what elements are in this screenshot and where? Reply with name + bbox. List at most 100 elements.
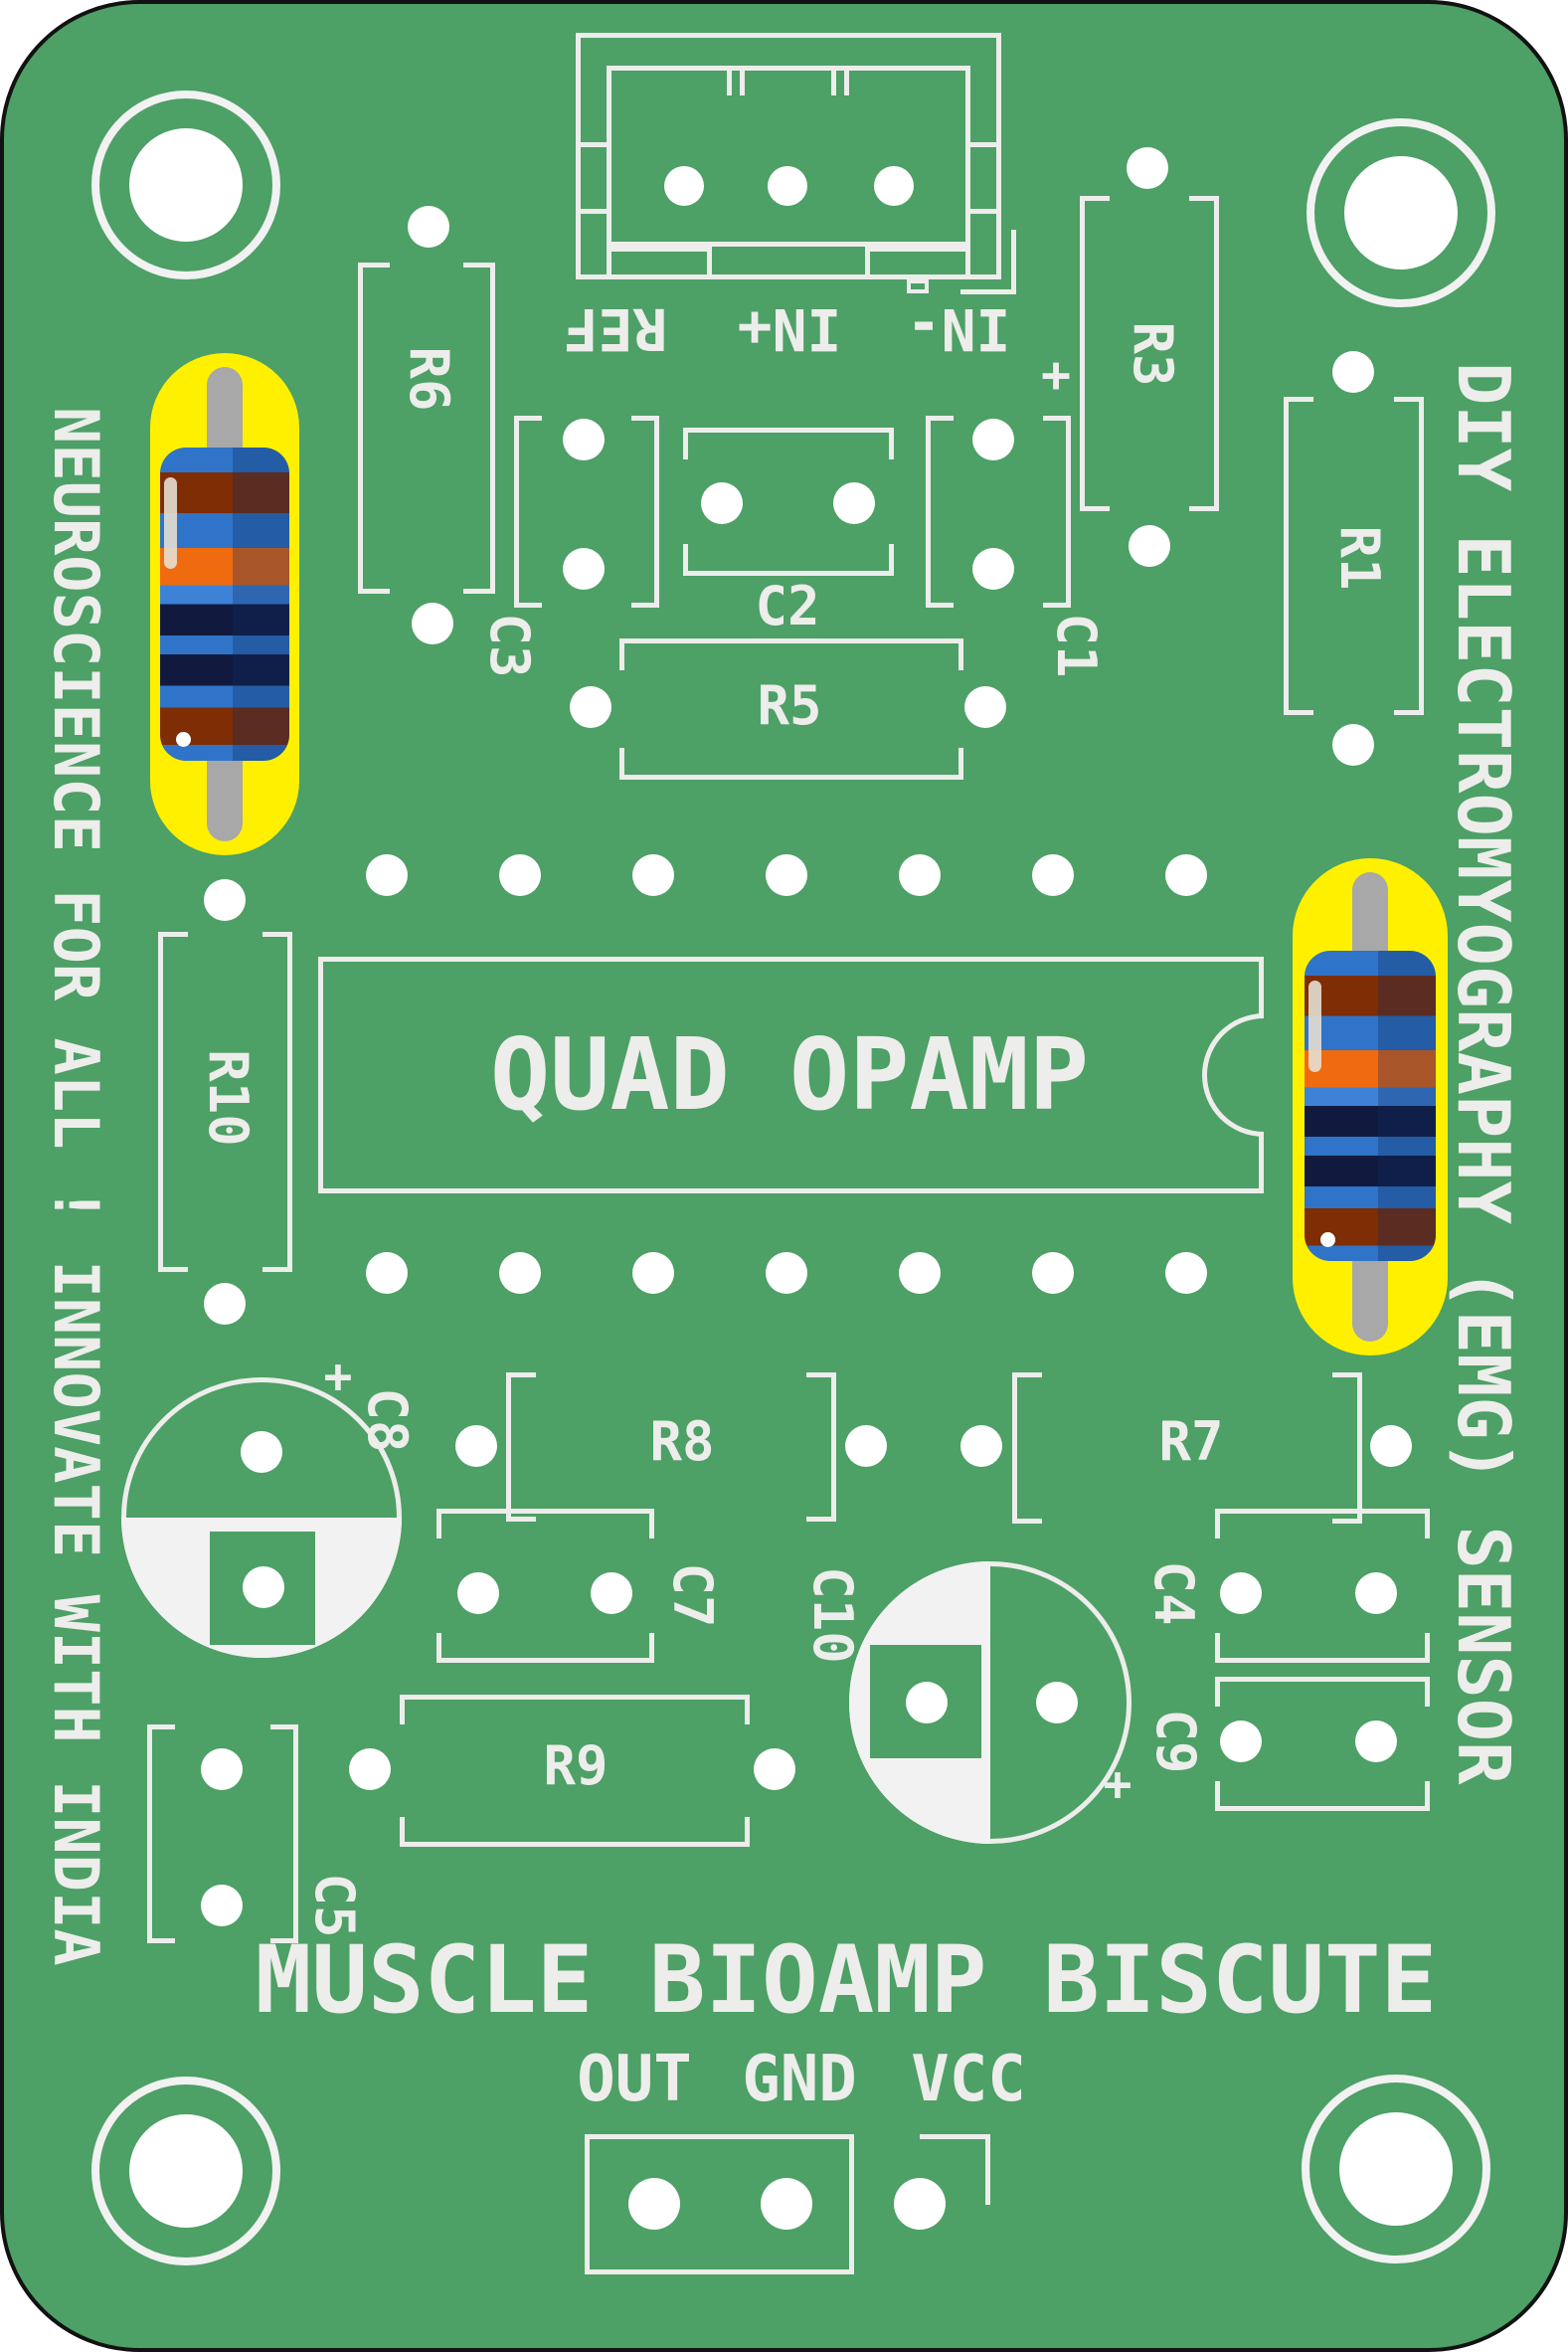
c3-bracket [514,603,542,608]
connector-step [576,209,607,214]
c4-bracket [1425,1633,1430,1663]
resistor-body [160,448,289,761]
c1-bracket [1043,416,1071,421]
connector-tab-mark [831,66,836,95]
c9-bracket [1215,1806,1430,1811]
r8-bracket [506,1372,536,1377]
r8-bracket [831,1372,836,1522]
ic-outline [1259,957,1264,1014]
r3-hole [1129,525,1170,567]
r5-hole [570,686,611,728]
ref-label-r5: R5 [757,674,822,737]
r5-bracket [619,775,963,780]
ref-label-r3: R3 [1122,321,1184,387]
c3-bracket [631,603,659,608]
resistor-component-right [1293,858,1448,1356]
r1-bracket [1284,397,1289,715]
c2-bracket [889,428,894,459]
connector-pin-hole-ref [664,166,704,206]
c9-bracket [1425,1781,1430,1811]
c1-hole [972,419,1014,460]
output-hole-out [628,2178,680,2230]
ref-label-r10: R10 [197,1049,260,1147]
r9-bracket [400,1695,405,1724]
c2-bracket [683,571,894,576]
c5-bracket [147,1724,152,1943]
c1-bracket [1066,416,1071,608]
r8-bracket [506,1517,536,1522]
ref-label-c8: C8 [356,1387,419,1453]
resistor-dot [176,732,191,747]
ref-label-c3: C3 [478,613,541,678]
ic-pin-hole [499,854,541,896]
ic-pin-hole [766,854,807,896]
output-connector-outline [585,2134,854,2274]
c2-bracket [889,544,894,576]
mounting-hole-bottom-left [129,2114,243,2228]
r5-bracket [619,638,963,643]
r8-bracket [806,1372,836,1377]
ic-pin-hole [632,854,674,896]
r8-bracket [806,1517,836,1522]
c1-bracket [926,603,954,608]
c7-bracket [436,1509,654,1514]
ic-outline [318,957,323,1193]
mounting-hole-top-left [129,128,243,242]
r5-hole [964,686,1006,728]
output-connector-bracket [985,2134,990,2205]
c2-hole [701,482,743,524]
ic-pin-hole [366,1252,408,1294]
resistor-body [1305,951,1436,1261]
ic-pin-hole [1032,854,1074,896]
c5-bracket [293,1724,298,1943]
ref-label-c1: C1 [1045,613,1108,678]
c3-bracket [514,416,542,421]
c5-hole [201,1885,243,1926]
r6-bracket [358,589,390,594]
r8-bracket [506,1372,511,1522]
c7-bracket [436,1658,654,1663]
c3-bracket [514,416,519,608]
right-edge-product-text: DIY ELECTROMYOGRAPHY (EMG) SENSOR [1442,362,1525,1785]
r1-bracket [1284,710,1313,715]
ic-pin-hole [1032,1252,1074,1294]
ref-label-c4: C4 [1142,1560,1205,1626]
c2-bracket [683,428,688,459]
c2-bracket [683,428,894,433]
resistor-glint [164,477,177,569]
r3-bracket [1189,196,1219,201]
ref-label-c7: C7 [661,1562,724,1628]
r7-bracket [1012,1372,1017,1524]
c1-bracket [1043,603,1071,608]
ic-outline [318,957,1264,962]
ref-label-r1: R1 [1328,525,1391,591]
c7-hole [457,1572,499,1614]
connector-pin-hole-in-minus [874,166,914,206]
ic-pin-hole [632,1252,674,1294]
r7-bracket [1357,1372,1362,1524]
c4-bracket [1215,1633,1220,1663]
r1-hole [1332,724,1374,766]
r8-hole [455,1425,497,1467]
c9-bracket [1425,1677,1430,1707]
ic-outline [1259,1136,1264,1193]
r3-bracket [1214,196,1219,511]
resistor-component-left [150,353,299,855]
ic-pin-hole [1165,854,1207,896]
output-connector-bracket [920,2134,990,2139]
c1-plus-mark: + [1040,346,1072,404]
c3-bracket [654,416,659,608]
connector-step [969,142,1000,147]
power-label-out: OUT [577,2043,692,2116]
resistor-dot [1320,1232,1335,1247]
r7-bracket [1012,1519,1042,1524]
r3-bracket [1080,506,1110,511]
r5-bracket [958,638,963,670]
r7-hole [1370,1425,1412,1467]
r10-bracket [287,932,292,1272]
board-title: MUSCLE BIOAMP BISCUTE [255,1926,1438,2035]
r10-hole [204,879,246,921]
c10-plus-mark: + [1103,1756,1132,1812]
r6-bracket [463,263,495,268]
